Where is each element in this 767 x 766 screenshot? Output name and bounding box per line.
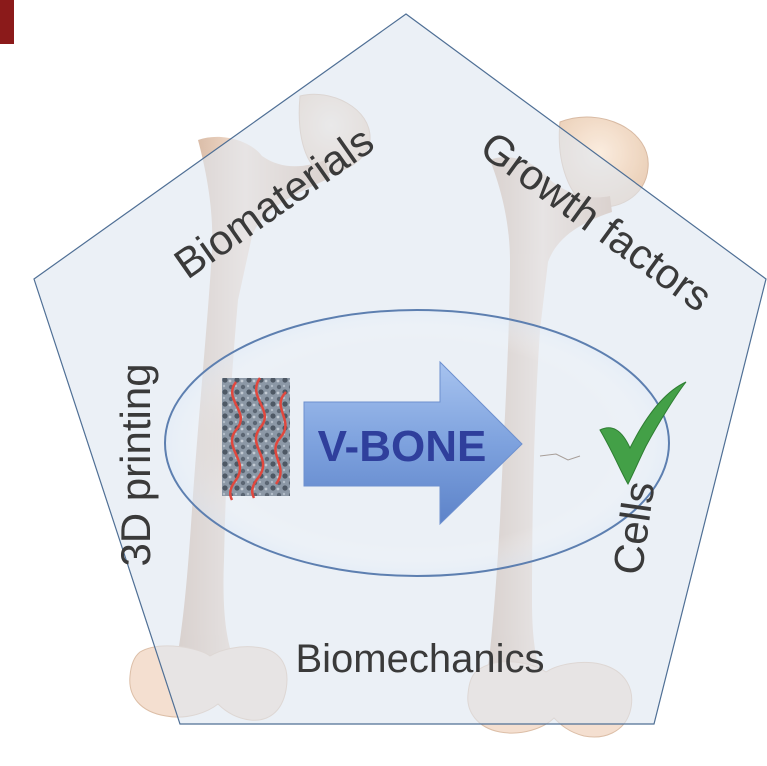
label-3d-printing: 3D printing bbox=[112, 363, 159, 566]
corner-accent bbox=[0, 0, 14, 44]
label-biomechanics: Biomechanics bbox=[295, 637, 544, 681]
scaffold-icon bbox=[222, 378, 290, 500]
center-label: V-BONE bbox=[318, 422, 487, 471]
